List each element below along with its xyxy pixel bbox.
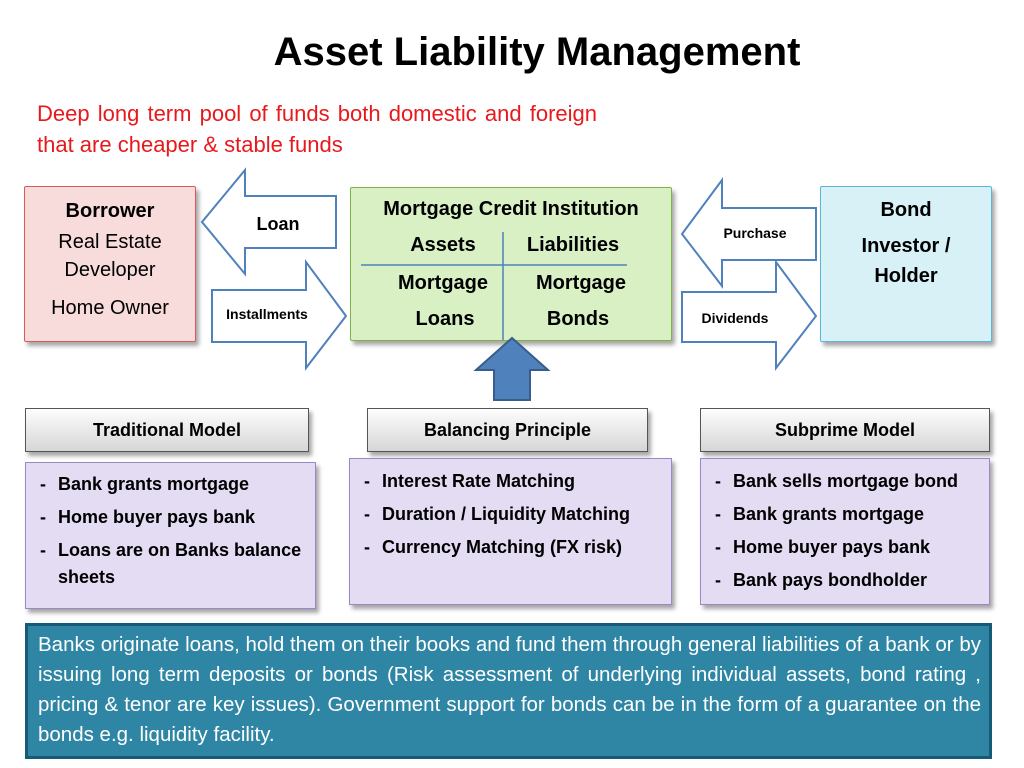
list-item: Home buyer pays bank [711,533,985,561]
list-item: Currency Matching (FX risk) [360,533,665,561]
institution-box: Mortgage Credit Institution Assets Liabi… [350,187,672,341]
bond-heading: Bond [880,199,932,221]
installments-label: Installments [226,306,308,322]
assets-heading: Assets [410,234,476,256]
traditional-model-list: Bank grants mortgage Home buyer pays ban… [25,462,316,609]
traditional-model-header: Traditional Model [25,408,309,452]
loan-label: Loan [256,214,300,234]
balancing-principle-header: Balancing Principle [367,408,648,452]
list-item: Home buyer pays bank [36,504,309,531]
subprime-model-list: Bank sells mortgage bond Bank grants mor… [700,458,990,605]
purchase-label: Purchase [723,225,787,241]
bond-line: Holder [874,265,938,287]
list-item: Duration / Liquidity Matching [360,500,665,528]
up-arrow-icon [473,336,551,401]
liabilities-heading: Liabilities [526,234,620,256]
borrower-heading: Borrower [65,200,155,222]
bond-line: Investor / [861,235,951,257]
list-item: Interest Rate Matching [360,467,665,495]
subprime-model-header: Subprime Model [700,408,990,452]
assets-line: Loans [415,308,475,330]
dividends-arrow [681,258,818,371]
page-title: Asset Liability Management [273,30,801,74]
borrower-line: Developer [64,259,156,281]
list-item: Bank sells mortgage bond [711,467,985,495]
list-item: Bank pays bondholder [711,566,985,594]
assets-line: Mortgage [398,272,488,294]
bond-box: Bond Investor / Holder [820,186,992,342]
balancing-principle-list: Interest Rate Matching Duration / Liquid… [349,458,672,605]
borrower-box: Borrower Real Estate Developer Home Owne… [24,186,196,342]
liabilities-line: Bonds [546,308,610,330]
purchase-arrow [680,176,817,289]
borrower-line: Real Estate [58,231,162,253]
list-item: Bank grants mortgage [711,500,985,528]
list-item: Loans are on Banks balance sheets [36,537,309,591]
list-item: Bank grants mortgage [36,471,309,498]
subtitle: Deep long term pool of funds both domest… [37,101,597,157]
summary-text-box: Banks originate loans, hold them on thei… [25,623,992,759]
t-account-divider [361,232,627,340]
loan-arrow [200,167,337,277]
borrower-line: Home Owner [51,297,169,319]
installments-arrow [211,258,348,371]
dividends-label: Dividends [701,310,769,326]
institution-heading: Mortgage Credit Institution [383,198,639,220]
liabilities-line: Mortgage [536,272,626,294]
